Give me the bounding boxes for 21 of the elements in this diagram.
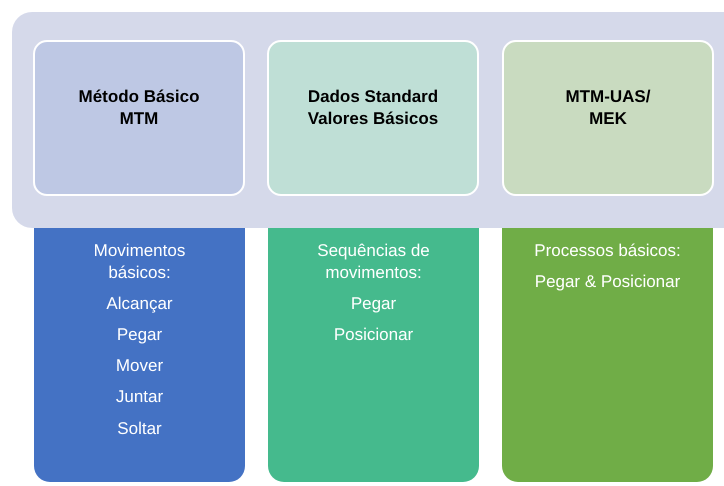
header-box (267, 40, 479, 196)
list-item: Posicionar (334, 324, 414, 346)
list-item: Pegar (116, 324, 162, 346)
column-heading: Sequências de movimentos: (316, 240, 431, 284)
list-column (502, 228, 713, 482)
header-text: MTM-UAS/ MEK (564, 86, 652, 130)
list-item: Soltar (117, 418, 162, 440)
list-item: Mover (116, 355, 164, 378)
list-item: Pegar & Posicionar (534, 271, 680, 294)
list-item: Juntar (116, 386, 164, 408)
background-band (12, 12, 724, 228)
header-text: Método Básico MTM (78, 86, 200, 130)
column-heading: Processos básicos: (534, 240, 681, 262)
list-item: Alcançar (106, 293, 173, 316)
column-heading: Movimentos básicos: (92, 240, 186, 284)
list-column (34, 228, 245, 482)
list-item: Pegar (350, 293, 396, 316)
header-box (33, 40, 245, 196)
header-text: Dados Standard Valores Básicos (306, 86, 440, 130)
list-column (268, 228, 479, 482)
header-box (502, 40, 714, 196)
